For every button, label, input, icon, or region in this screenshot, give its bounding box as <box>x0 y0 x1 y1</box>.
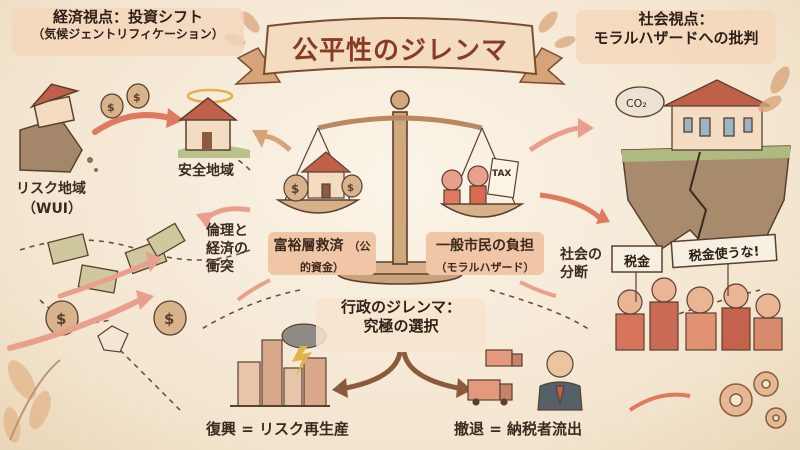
risk-zone-label: リスク地域 <box>16 181 86 197</box>
svg-text:$: $ <box>133 91 141 104</box>
crumpled-paper-icon <box>97 325 129 353</box>
luxury-mansion-icon <box>663 79 771 151</box>
co2-cloud-icon: CO₂ <box>615 86 665 118</box>
public-burden-pill: 一般市民の負担 （モラルハザード） <box>426 232 544 275</box>
arrow-choice-left <box>345 351 403 391</box>
admin-dilemma-box: 行政のジレンマ： 究極の選択 <box>316 298 486 352</box>
svg-text:$: $ <box>164 310 174 328</box>
public-burden-sub: （モラルハザード） <box>435 260 535 274</box>
wealthy-bailout-title: 富裕層救済 <box>273 238 344 254</box>
svg-text:$: $ <box>107 101 115 114</box>
division-line-1: 社会の <box>560 247 602 263</box>
arrow-to-social <box>528 125 581 153</box>
money-bag-icon: $ $ <box>283 174 363 202</box>
arrow-capital-flow <box>57 259 153 299</box>
economic-subtitle: （気候ジェントリフィケーション） <box>32 26 224 41</box>
protest-sign <box>611 233 778 273</box>
wealthy-bailout-pill: 富裕層救済 （公的資金） <box>268 232 376 275</box>
moving-truck-icon <box>467 349 523 406</box>
risk-house-on-cliff <box>19 83 98 173</box>
economic-perspective-box: 経済視点：投資シフト （気候ジェントリフィケーション） <box>12 8 244 56</box>
ethics-line-1: 倫理と <box>206 223 248 239</box>
arrow-to-ethics <box>203 206 251 222</box>
wealthy-bailout-sub: （公的資金） <box>300 240 371 274</box>
svg-text:$: $ <box>347 183 354 194</box>
gear-icon <box>719 371 787 429</box>
title-ribbon <box>233 17 567 85</box>
safe-zone-label: 安全地域 <box>178 163 234 179</box>
admin-dilemma-title: 行政のジレンマ： <box>340 298 461 316</box>
safe-house-icon <box>177 88 250 158</box>
arrow-from-right-pan <box>519 280 557 298</box>
svg-text:$: $ <box>56 310 66 328</box>
protest-sign-text-1: 税金 <box>623 255 650 270</box>
leaf-branch-left <box>3 359 61 443</box>
money-bag-icon: $ $ <box>45 300 187 336</box>
division-line-2: 分断 <box>560 265 588 282</box>
arrow-from-left-pan <box>236 278 271 302</box>
tax-tag: TAX <box>492 169 511 179</box>
arrow-to-safe-zone <box>92 112 173 135</box>
arrow-two-way <box>628 392 691 412</box>
co2-label: CO₂ <box>626 97 647 110</box>
social-title: 社会視点： <box>638 10 714 28</box>
main-title: 公平性のジレンマ <box>291 36 508 66</box>
social-division-label: 社会の 分断 <box>560 246 602 282</box>
arrow-to-division <box>539 192 602 220</box>
storm-cloud-icon <box>281 323 327 376</box>
svg-text:$: $ <box>291 182 299 196</box>
retreat-label: 撤退 = 納税者流出 <box>454 420 583 438</box>
risk-zone-wui-label: （WUI） <box>22 201 83 217</box>
public-burden-title: 一般市民の負担 <box>436 238 534 254</box>
worried-businessman-icon <box>537 350 583 411</box>
banknote-icon <box>47 222 186 294</box>
protesting-crowd <box>615 264 783 351</box>
admin-dilemma-sub: 究極の選択 <box>363 316 439 335</box>
ethics-line-2: 経済の <box>206 241 248 258</box>
ethics-economy-clash-label: 倫理と 経済の 衝突 <box>206 222 248 277</box>
tax-document-icon: TAX <box>486 157 520 199</box>
angry-citizen-icon <box>441 165 489 205</box>
ethics-line-3: 衝突 <box>206 259 234 276</box>
money-bag-icon: $ $ <box>100 83 150 119</box>
mansion-icon <box>300 151 352 199</box>
leaf-branch-right <box>758 66 790 113</box>
social-subtitle: モラルハザードへの批判 <box>593 28 759 47</box>
recovery-label: 復興 = リスク再生産 <box>206 420 350 438</box>
arrow-capital-flow <box>7 297 143 351</box>
city-buildings-icon <box>230 339 330 407</box>
arrow-choice-right <box>401 351 459 391</box>
economic-title: 経済視点：投資シフト <box>52 8 203 26</box>
social-perspective-box: 社会視点： モラルハザードへの批判 <box>576 10 776 64</box>
